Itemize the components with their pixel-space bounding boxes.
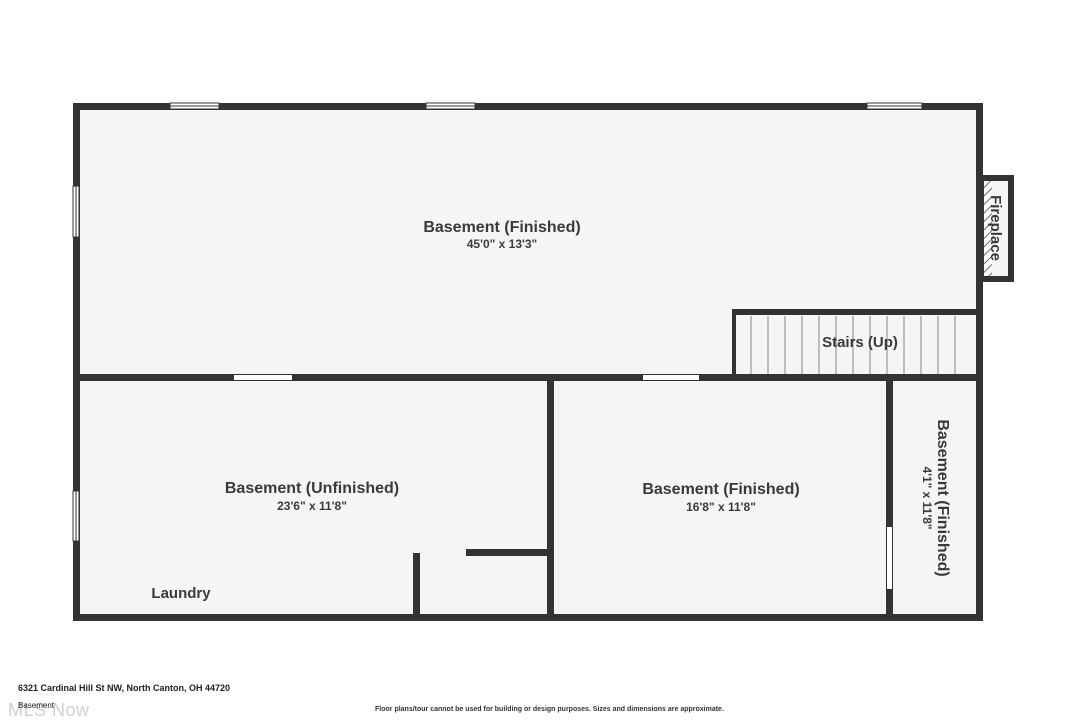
outer-walls — [73, 103, 983, 621]
room-unfinished-name: Basement (Unfinished) — [225, 480, 399, 497]
stairs — [735, 316, 977, 376]
room-finished-side-name: Basement (Finished) — [934, 419, 951, 576]
room-finished-mid-name: Basement (Finished) — [642, 481, 799, 498]
room-finished-mid-dims: 16'8" x 11'8" — [686, 500, 756, 514]
floor-name: Basement — [18, 701, 55, 710]
brand-watermark: MLS Now — [8, 700, 90, 720]
disclaimer: Floor plans/tour cannot be used for buil… — [375, 706, 724, 713]
interior-walls — [73, 309, 983, 620]
room-main-name: Basement (Finished) — [423, 219, 580, 236]
laundry-label: Laundry — [151, 585, 211, 602]
room-finished-side-dims: 4'1" x 11'8" — [920, 466, 934, 529]
property-address: 6321 Cardinal Hill St NW, North Canton, … — [18, 683, 231, 693]
stairs-label: Stairs (Up) — [822, 334, 898, 351]
room-unfinished-dims: 23'6" x 11'8" — [277, 499, 347, 513]
room-main-dims: 45'0" x 13'3" — [467, 237, 537, 251]
door-openings — [234, 375, 892, 589]
fireplace — [979, 175, 1014, 282]
fireplace-label: Fireplace — [987, 195, 1004, 261]
windows — [72, 102, 923, 542]
